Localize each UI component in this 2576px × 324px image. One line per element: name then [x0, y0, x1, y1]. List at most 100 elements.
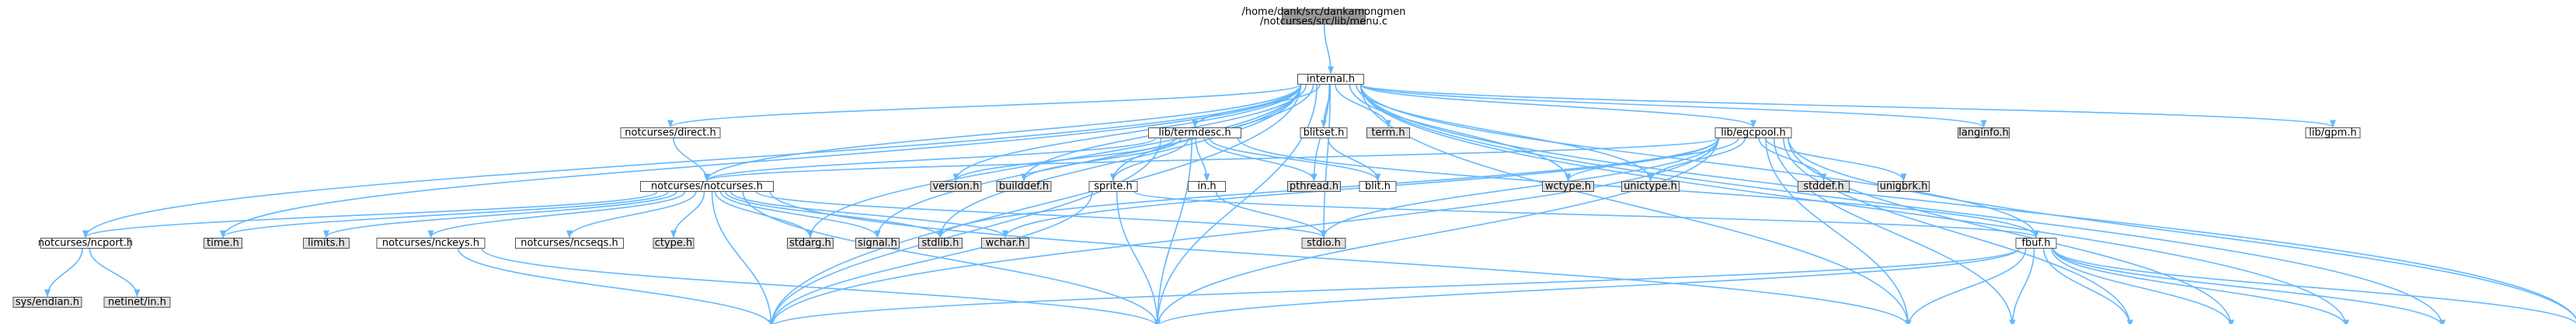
edge-fbuf-to-compat	[2052, 248, 2576, 324]
node-sprite[interactable]: sprite.h	[1088, 181, 1138, 193]
edge-internal-to-stdint	[768, 84, 1302, 324]
node-box-ncseqs	[515, 238, 624, 249]
edge-fbuf-to-inttypes	[2052, 248, 2445, 324]
node-box-stdio	[1301, 238, 1346, 249]
dependency-nodes: /home/dank/src/dankamongmen/notcurses/sr…	[12, 6, 2361, 308]
node-nckeys[interactable]: notcurses/nckeys.h	[376, 238, 486, 249]
node-label-blitset: blitset.h	[1304, 127, 1345, 139]
node-box-sprite	[1088, 181, 1138, 192]
edge-notcurses-to-stdbool	[742, 191, 1161, 324]
node-box-term	[1366, 127, 1410, 138]
node-wctype: wctype.h	[1542, 181, 1594, 193]
node-box-ctype	[653, 238, 694, 249]
edge-notcurses-to-wchar	[729, 191, 1008, 239]
node-box-root	[1282, 9, 1366, 25]
node-label-limits: limits.h	[308, 238, 345, 249]
edge-nckeys-to-stdbool	[481, 248, 1161, 324]
node-label-ncport: notcurses/ncport.h	[38, 238, 133, 249]
node-box-pthread	[1287, 181, 1341, 192]
edge-sprite-to-fbuf	[1133, 190, 2039, 239]
node-fbuf[interactable]: fbuf.h	[2015, 238, 2057, 249]
edge-termdesc-to-stdint	[768, 138, 1162, 324]
node-box-version	[930, 181, 982, 192]
node-box-termdesc	[1148, 127, 1241, 138]
node-box-builddef	[996, 181, 1052, 192]
node-box-internal	[1297, 74, 1364, 85]
node-label-pthread: pthread.h	[1290, 181, 1338, 193]
edge-fbuf-to-errno	[2009, 248, 2035, 324]
node-box-blit	[1359, 181, 1397, 192]
edge-fbuf-to-stdint	[768, 247, 2020, 324]
node-unictype: unictype.h	[1621, 181, 1680, 193]
node-stdarg: stdarg.h	[787, 238, 834, 249]
node-notcurses[interactable]: notcurses/notcurses.h	[640, 181, 774, 193]
node-netinet: netinet/in.h	[103, 297, 171, 308]
node-internal[interactable]: internal.h	[1297, 74, 1364, 85]
edge-notcurses-to-time	[220, 190, 669, 239]
edge-egcpool-to-logging	[1788, 138, 2234, 324]
node-label-stdarg: stdarg.h	[789, 238, 831, 249]
node-label-stdio: stdio.h	[1307, 238, 1341, 249]
edge-egcpool-to-errno	[1773, 138, 2016, 324]
edge-ncport-to-sysendian	[44, 248, 83, 298]
node-label-fbuf: fbuf.h	[2021, 238, 2050, 249]
edge-internal-to-compat	[1359, 84, 2576, 324]
node-egcpool[interactable]: lib/egcpool.h	[1714, 127, 1792, 139]
node-gpm[interactable]: lib/gpm.h	[2305, 127, 2361, 139]
edge-egcpool-to-stdio	[1321, 138, 1720, 239]
node-box-time	[204, 238, 242, 249]
edge-notcurses-to-string	[769, 191, 1912, 324]
edge-egcpool-to-assert	[1783, 138, 2133, 324]
edge-notcurses-to-stdint	[711, 191, 775, 324]
node-stddef: stddef.h	[1798, 181, 1850, 193]
node-langinfo: langinfo.h	[1958, 127, 2010, 139]
node-version: version.h	[930, 181, 982, 193]
node-box-wchar	[981, 238, 1029, 249]
edge-blitset-to-blit	[1327, 138, 1381, 182]
edge-termdesc-to-pthread	[1203, 138, 1318, 182]
node-direct[interactable]: notcurses/direct.h	[620, 127, 721, 139]
node-label-signal: signal.h	[858, 238, 897, 249]
node-sysendian: sys/endian.h	[12, 297, 82, 308]
edge-internal-to-term	[1335, 84, 1391, 128]
node-box-stddef	[1798, 181, 1850, 192]
edge-termdesc-to-blit	[1209, 138, 1381, 182]
node-label-blit: blit.h	[1365, 181, 1391, 193]
edge-egcpool-to-string	[1765, 138, 1912, 324]
node-box-netinet	[103, 297, 171, 308]
node-blitset[interactable]: blitset.h	[1300, 127, 1348, 139]
node-box-stdlib	[918, 238, 963, 249]
node-pthread: pthread.h	[1287, 181, 1341, 193]
edge-termdesc-to-version	[952, 138, 1177, 182]
node-label-builddef: builddef.h	[999, 181, 1049, 193]
edge-notcurses-to-ncseqs	[566, 191, 697, 239]
edge-notcurses-to-ctype	[670, 191, 705, 239]
node-label-ncseqs: notcurses/ncseqs.h	[520, 238, 618, 249]
node-ncseqs[interactable]: notcurses/ncseqs.h	[515, 238, 624, 249]
node-label-unictype: unictype.h	[1624, 181, 1677, 193]
node-ncport[interactable]: notcurses/ncport.h	[38, 238, 133, 249]
node-builddef: builddef.h	[996, 181, 1052, 193]
edge-direct-to-notcurses	[673, 138, 710, 182]
node-label-internal: internal.h	[1307, 74, 1355, 85]
edge-internal-to-unictype	[1356, 84, 1654, 182]
node-blit[interactable]: blit.h	[1359, 181, 1397, 193]
node-box-fbuf	[2015, 238, 2057, 249]
node-box-gpm	[2305, 127, 2361, 138]
node-root[interactable]: /home/dank/src/dankamongmen/notcurses/sr…	[1241, 6, 1405, 28]
node-label-langinfo: langinfo.h	[1958, 127, 2009, 139]
node-label-root-line-1: /home/dank/src/dankamongmen	[1241, 6, 1405, 18]
edge-internal-to-string	[1359, 84, 1912, 324]
node-termdesc[interactable]: lib/termdesc.h	[1148, 127, 1241, 139]
edge-egcpool-to-stdbool	[1154, 138, 1719, 324]
edge-egcpool-to-notcurses	[704, 137, 1719, 182]
node-box-limits	[303, 238, 350, 249]
node-label-termdesc: lib/termdesc.h	[1158, 127, 1231, 139]
node-label-time: time.h	[207, 238, 239, 249]
node-inh[interactable]: in.h	[1188, 181, 1226, 193]
node-time: time.h	[204, 238, 242, 249]
node-label-gpm: lib/gpm.h	[2309, 127, 2356, 139]
edge-fbuf-to-assert	[2042, 248, 2133, 324]
edge-termdesc-to-notcurses	[704, 137, 1157, 182]
